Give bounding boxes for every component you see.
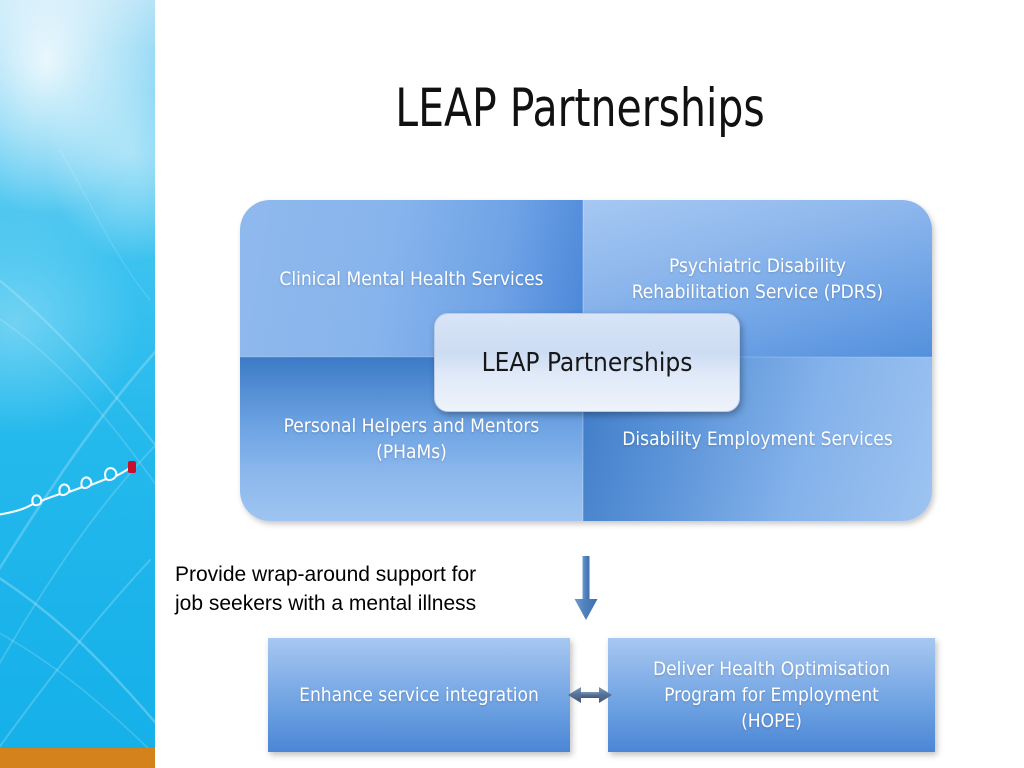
decorative-sidebar [0,0,155,768]
outcome-box-hope-program[interactable]: Deliver Health Optimisation Program for … [608,638,935,752]
outcome-box-label-line3: (HOPE) [741,710,802,732]
caption-line-2: job seekers with a mental illness [175,592,477,615]
sidebar-accent-bar [0,748,155,768]
matrix-center-hub[interactable]: LEAP Partnerships [434,313,740,412]
caption-text: Provide wrap-around support for job seek… [175,560,575,618]
arrow-down-icon [574,556,598,620]
quadrant-label: Disability Employment Services [622,428,893,450]
quadrant-label-line1: Psychiatric Disability [669,254,846,277]
page-title: LEAP Partnerships [395,78,765,139]
outcome-box-label-line2: Program for Employment [664,684,879,706]
quadrant-label-line2: Rehabilitation Service (PDRS) [631,280,884,303]
quadrant-label: Clinical Mental Health Services [279,267,544,290]
sidebar-contrail-graphic [0,149,155,757]
quadrant-label: Personal Helpers and Mentors (PHaMs) [284,413,540,465]
red-marker-icon [128,461,136,473]
quadrant-label-line2: (PHaMs) [376,441,447,463]
outcome-box-label: Enhance service integration [299,684,539,706]
outcome-box-label-line1: Deliver Health Optimisation [652,658,891,680]
arrow-left-right-icon [568,687,612,703]
quadrant-label: Psychiatric Disability Rehabilitation Se… [632,253,883,305]
quadrant-label-line1: Personal Helpers and Mentors [283,415,540,437]
center-hub-label: LEAP Partnerships [481,347,693,378]
outcome-box-label: Deliver Health Optimisation Program for … [653,656,890,734]
outcome-box-enhance-integration[interactable]: Enhance service integration [268,638,570,752]
matrix-quadrant-clinical-mental-health[interactable]: Clinical Mental Health Services [240,200,583,357]
caption-line-1: Provide wrap-around support for [175,563,477,586]
